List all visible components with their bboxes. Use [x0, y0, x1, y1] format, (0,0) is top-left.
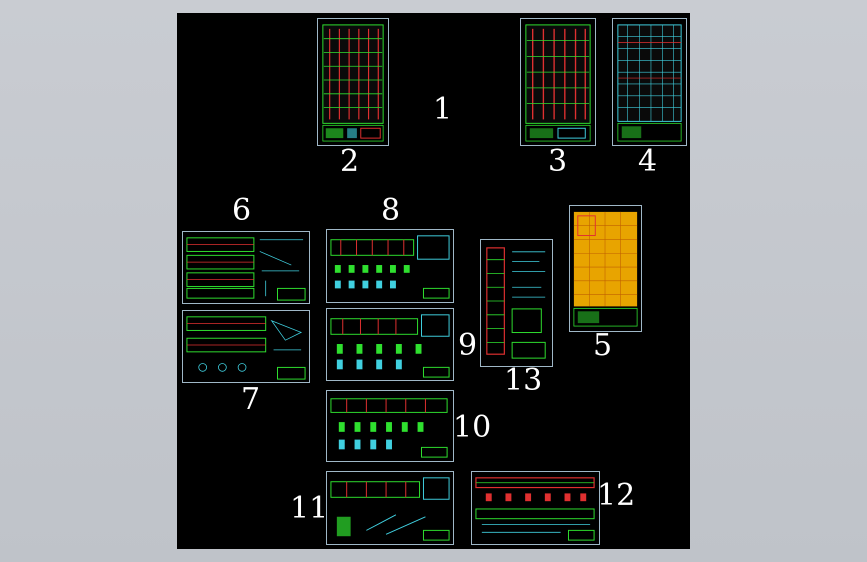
- sheet-8-drawing: [330, 235, 450, 299]
- drawing-label-10: 10: [453, 410, 492, 445]
- drawing-sheet-9[interactable]: [326, 308, 454, 381]
- drawing-label-2: 2: [340, 144, 360, 179]
- drawing-sheet-7[interactable]: [182, 310, 310, 383]
- drawing-label-6: 6: [232, 193, 252, 228]
- drawing-sheet-11[interactable]: [326, 471, 454, 545]
- sheet-5-drawing: [573, 211, 638, 327]
- drawing-sheet-4[interactable]: [612, 18, 687, 146]
- drawing-sheet-6[interactable]: [182, 231, 310, 304]
- drawing-label-8: 8: [381, 193, 401, 228]
- drawing-label-3: 3: [548, 144, 568, 179]
- drawing-label-12: 12: [597, 478, 636, 513]
- sheet-4-drawing: [617, 24, 682, 142]
- drawing-label-5: 5: [593, 328, 613, 363]
- sheet-11-drawing: [330, 477, 450, 541]
- drawing-sheet-3[interactable]: [520, 18, 596, 146]
- drawing-label-4: 4: [638, 144, 658, 179]
- drawing-sheet-5[interactable]: [569, 205, 642, 332]
- sheet-13-drawing: [486, 247, 546, 359]
- drawing-sheet-12[interactable]: [471, 471, 600, 545]
- sheet-2-drawing: [322, 24, 384, 142]
- drawing-sheet-2[interactable]: [317, 18, 389, 146]
- drawing-sheet-8[interactable]: [326, 229, 454, 303]
- drawing-label-7: 7: [241, 382, 261, 417]
- sheet-3-drawing: [525, 24, 591, 142]
- drawing-label-11: 11: [290, 491, 329, 526]
- sheet-7-drawing: [186, 316, 306, 380]
- sheet-9-drawing: [330, 314, 450, 378]
- sheet-6-drawing: [186, 237, 306, 301]
- drawing-sheet-13[interactable]: [480, 239, 553, 367]
- drawing-sheet-10[interactable]: [326, 390, 454, 462]
- drawing-label-9: 9: [458, 328, 478, 363]
- drawing-label-1: 1: [433, 92, 453, 127]
- sheet-12-drawing: [475, 477, 595, 541]
- drawing-label-13: 13: [504, 363, 543, 398]
- sheet-10-drawing: [330, 398, 448, 458]
- cad-model-viewport[interactable]: 1 2 3 4 5 6 7 8 9 10 11 12 13: [177, 13, 690, 549]
